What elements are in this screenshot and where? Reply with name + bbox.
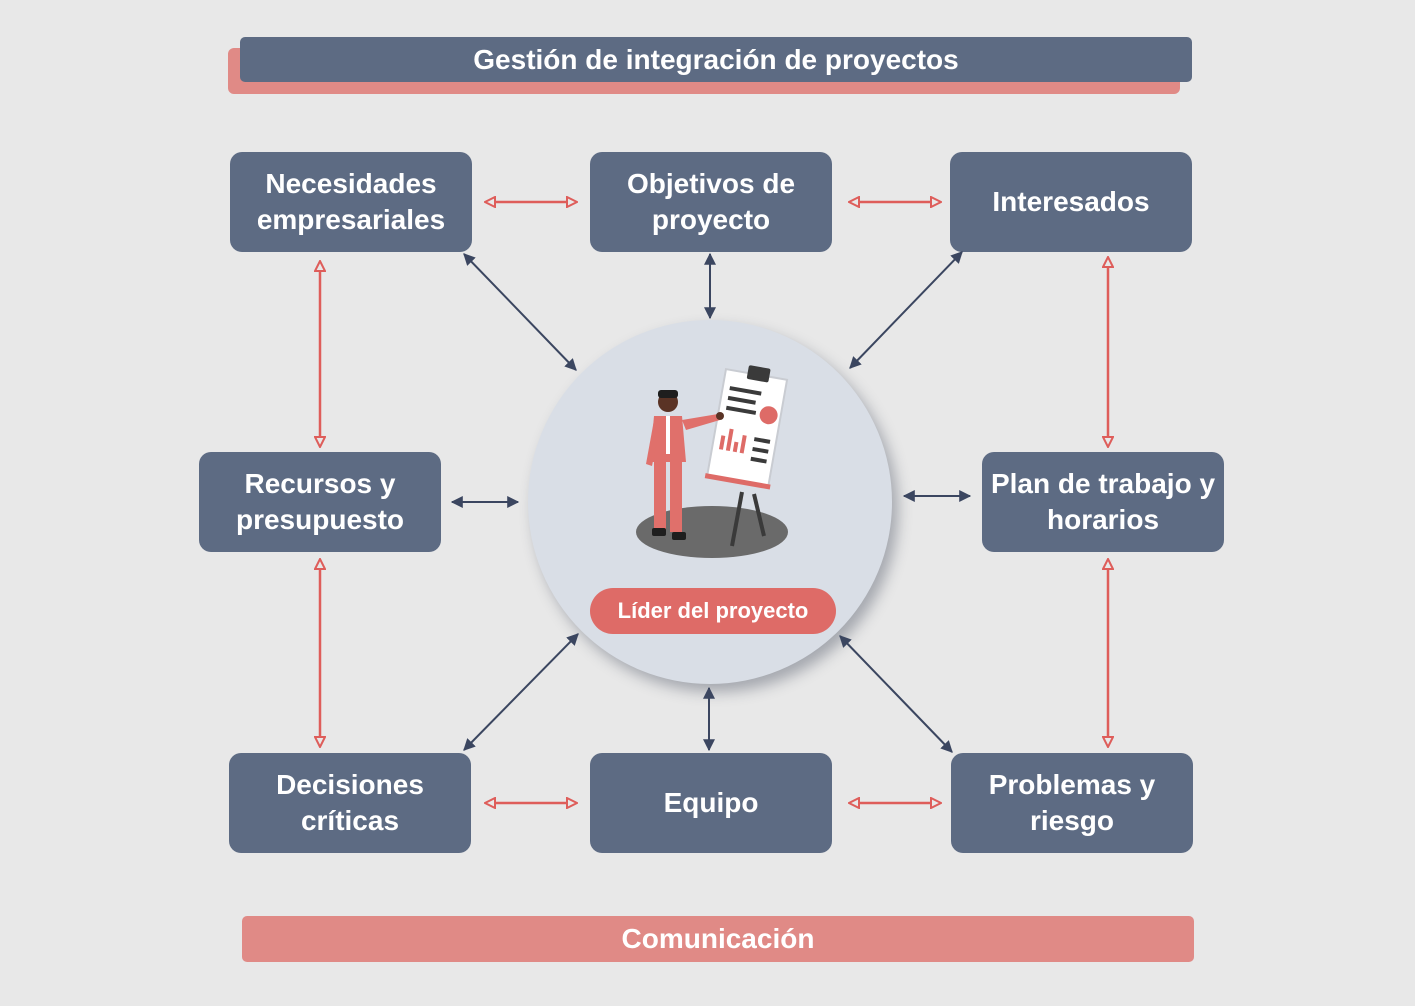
node-objetivos: Objetivos de proyecto <box>590 152 832 252</box>
node-equipo: Equipo <box>590 753 832 853</box>
arrow-center-decisiones <box>463 633 579 751</box>
node-interesados: Interesados <box>950 152 1192 252</box>
arrow-center-necesidades <box>463 253 577 371</box>
node-plan: Plan de trabajo y horarios <box>982 452 1224 552</box>
node-decisiones: Decisiones críticas <box>229 753 471 853</box>
center-label: Líder del proyecto <box>590 588 836 634</box>
node-necesidades: Necesidades empresariales <box>230 152 472 252</box>
arrow-center-problemas <box>839 635 953 753</box>
node-recursos: Recursos y presupuesto <box>199 452 441 552</box>
presenter-illustration-icon <box>636 365 789 558</box>
arrow-center-interesados <box>849 251 963 369</box>
node-problemas: Problemas y riesgo <box>951 753 1193 853</box>
diagram-title: Gestión de integración de proyectos <box>240 37 1192 82</box>
footer-communication: Comunicación <box>242 916 1194 962</box>
